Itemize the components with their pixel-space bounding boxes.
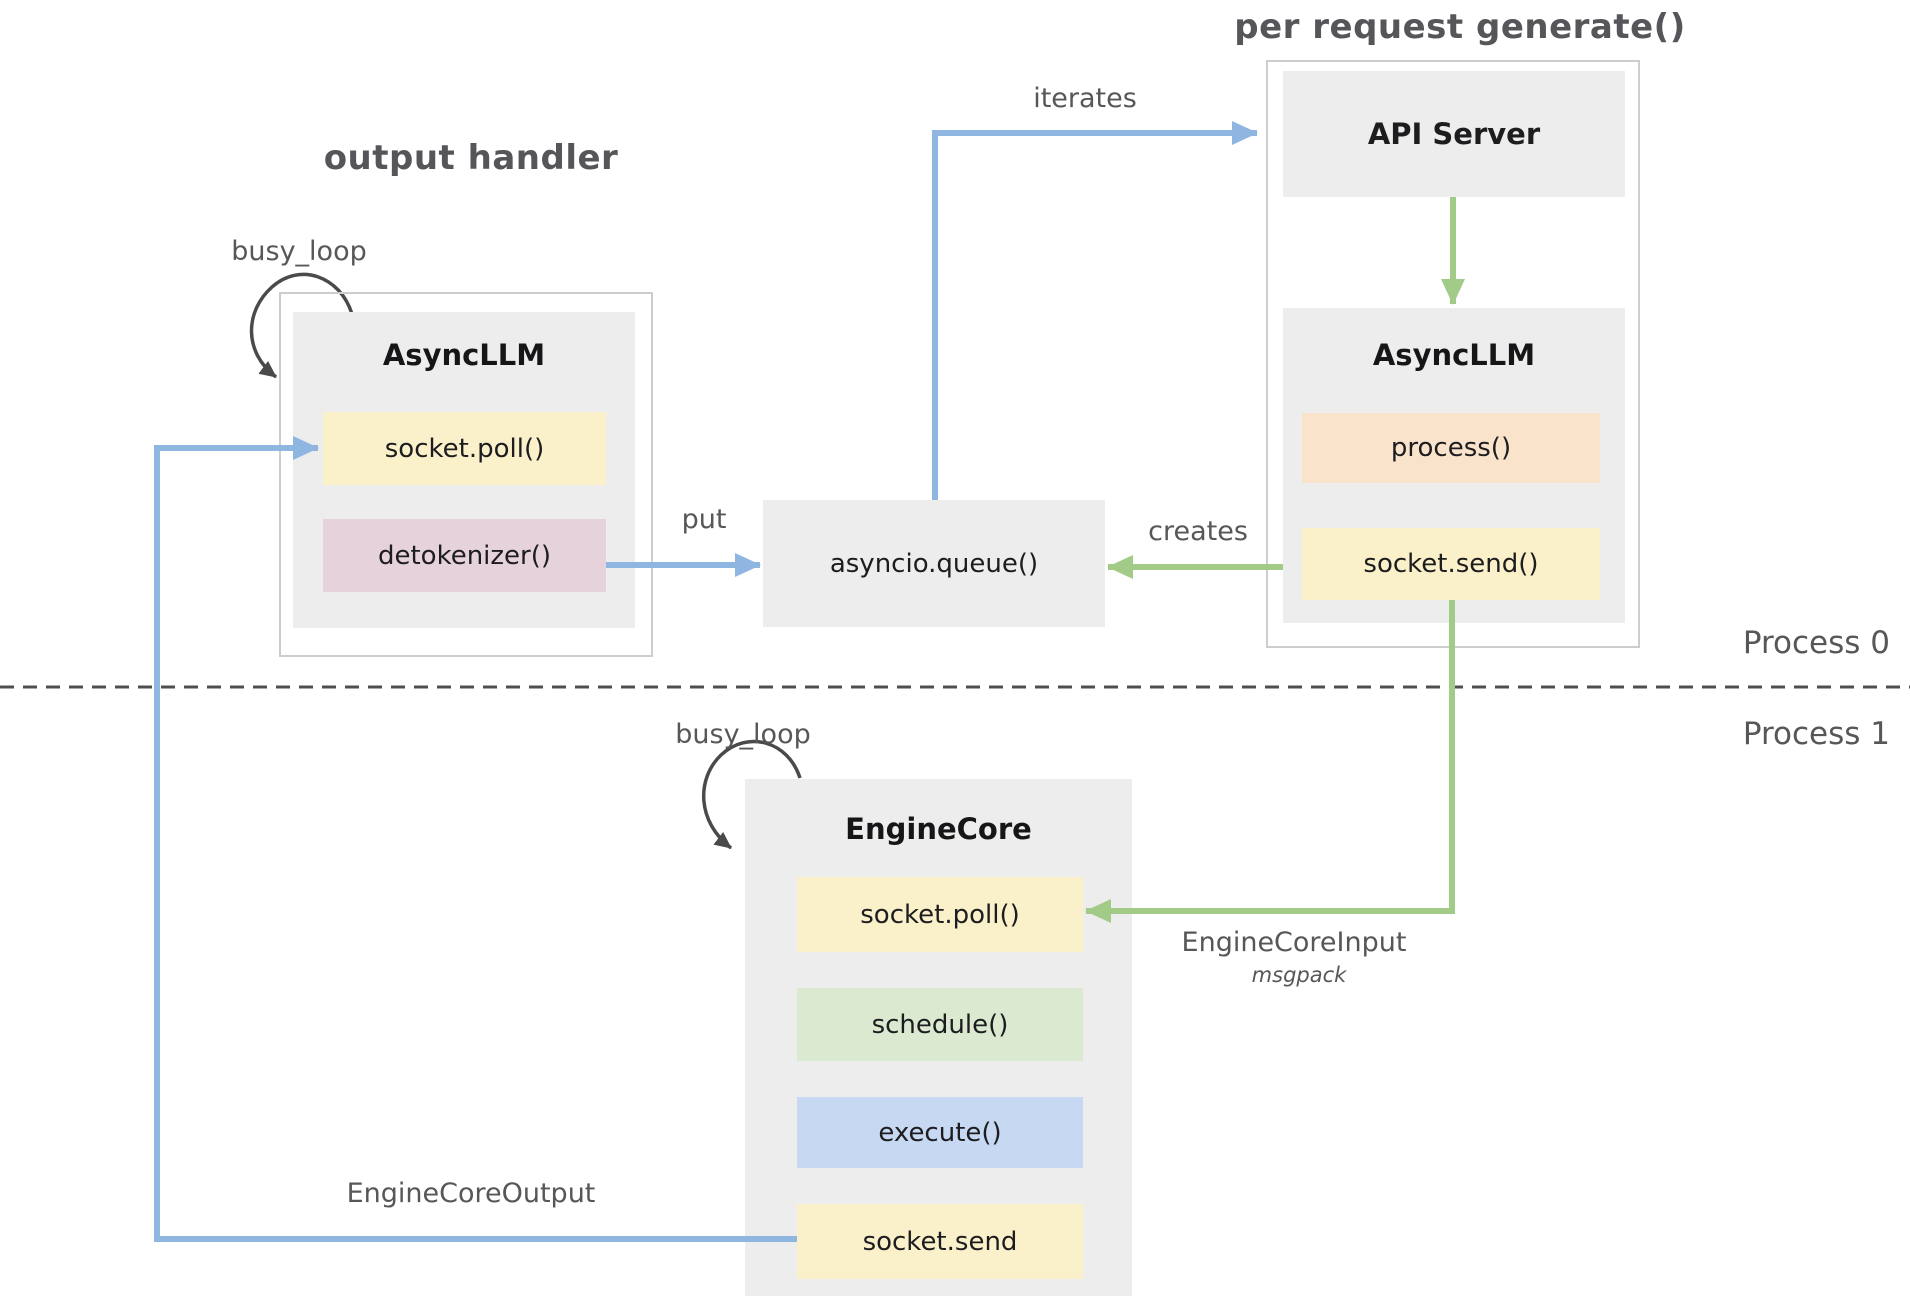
edge-iterates-line [932,121,1258,500]
edge-label-engine-core-input: EngineCoreInput [1181,927,1407,958]
method-process: process() [1302,413,1600,483]
async-llm-left-title: AsyncLLM [382,338,546,372]
edge-label-creates: creates [1148,516,1248,547]
edge-label-engine-core-output: EngineCoreOutput [346,1178,596,1209]
edge-engine-core-output-line [154,436,797,1242]
engine-core-title: EngineCore [845,812,1032,846]
async-llm-right-title: AsyncLLM [1372,338,1536,372]
output-handler-outer-box [279,292,653,657]
method-detokenizer: detokenizer() [323,519,606,592]
edge-engine-core-input-line [1085,600,1455,923]
busy-loop-arrow-output-handler [249,272,354,379]
process-0-label: Process 0 [1742,625,1890,661]
api-server-box: API Server [1283,71,1625,197]
asyncio-queue-box: asyncio.queue() [763,500,1105,627]
busy-loop-label-engine-core: busy_loop [675,719,811,750]
edge-label-msgpack: msgpack [1251,963,1347,987]
method-execute: execute() [797,1097,1083,1168]
method-socket-send-engine: socket.send [797,1204,1083,1279]
busy-loop-label-output-handler: busy_loop [231,236,367,267]
output-handler-title: output handler [323,138,619,178]
method-socket-poll-engine: socket.poll() [797,877,1083,952]
per-request-title: per request generate() [1234,7,1686,47]
busy-loop-arrow-engine-core [701,739,802,850]
method-socket-poll-left: socket.poll() [323,412,606,485]
process-1-label: Process 1 [1742,716,1890,752]
method-socket-send-right: socket.send() [1302,528,1600,600]
edge-label-put: put [681,504,727,535]
edge-label-iterates: iterates [1033,83,1137,114]
method-schedule: schedule() [797,988,1083,1061]
